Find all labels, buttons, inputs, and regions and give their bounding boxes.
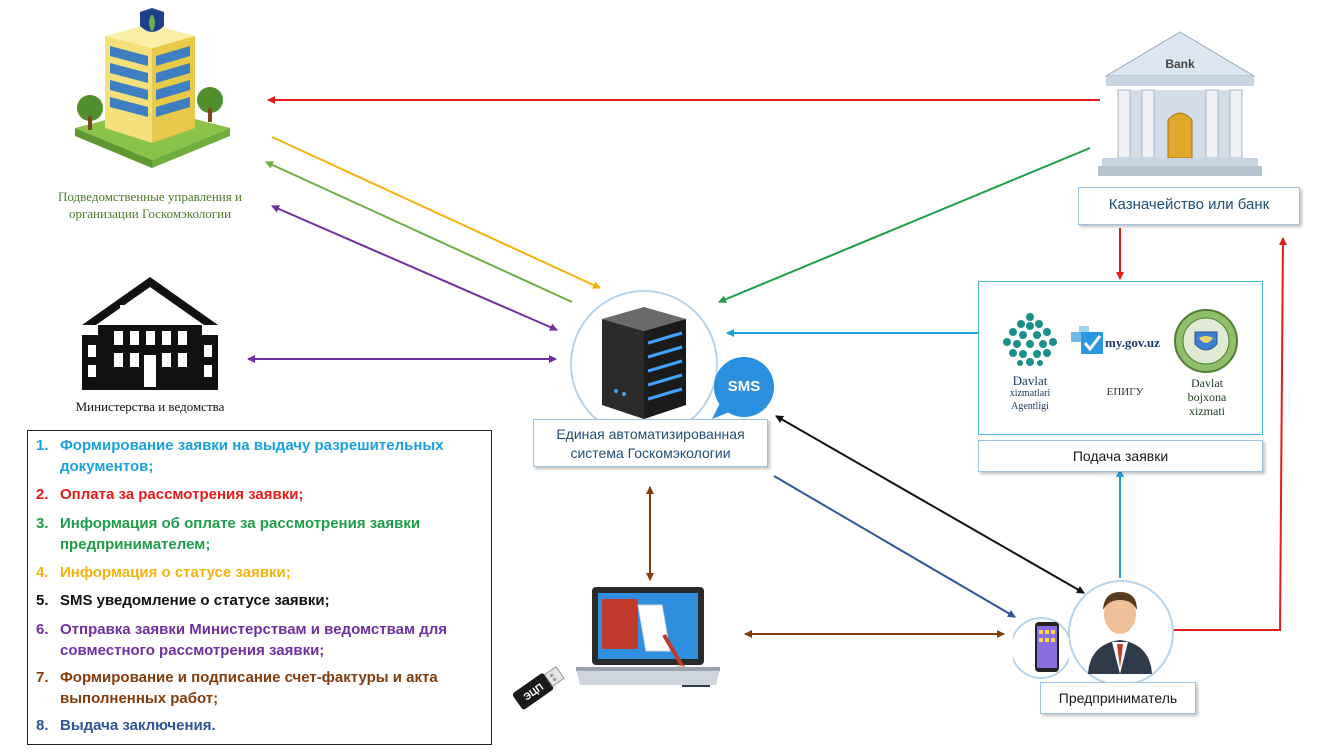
- bojxona-label: Davlat bojxona xizmati: [1175, 376, 1239, 418]
- legend-item-text: Формирование и подписание счет-фактуры и…: [60, 669, 438, 707]
- subordinate-caption: Подведомственные управления и организаци…: [58, 189, 242, 221]
- legend-item: 2. Оплата за рассмотрения заявки;: [36, 484, 476, 505]
- legend-item-text: Оплата за рассмотрения заявки;: [60, 486, 304, 503]
- legend-item-number: 3.: [36, 515, 49, 532]
- epigu-label: ЕПИГУ: [1106, 386, 1144, 398]
- arrow-entrepreneur-to-bank: [1172, 237, 1287, 631]
- davlat-xizmatlari-logo-icon: [1003, 313, 1057, 366]
- legend-item-text: Формирование заявки на выдачу разрешител…: [60, 437, 444, 475]
- arrow-subordinate-to-system: [271, 136, 601, 289]
- ministries-building-icon: [82, 277, 218, 390]
- bank-building-icon: Bank: [1098, 31, 1262, 176]
- legend-item-number: 4.: [36, 564, 49, 581]
- legend-item: 6. Отправка заявки Министерствам и ведомс…: [36, 619, 476, 661]
- bojxona-emblem-icon: [1174, 309, 1238, 373]
- arrow-sms-entrepreneur: [775, 415, 1085, 594]
- davlat-xizmatlari-line3: Agentligi: [1011, 401, 1049, 412]
- legend-item-text: Отправка заявки Министерствам и ведомств…: [60, 621, 448, 659]
- arrow-bank-to-system: [718, 147, 1091, 304]
- legend-item: 8. Выдача заключения.: [36, 715, 476, 736]
- davlat-xizmatlari-label: Davlat xizmatlari Agentligi: [991, 374, 1069, 413]
- sms-label: SMS: [727, 378, 761, 395]
- entrepreneur-avatar-icon: [1088, 592, 1152, 674]
- laptop-signing-icon: [576, 587, 720, 687]
- ministries-caption: Министерства и ведомства: [75, 399, 225, 414]
- system-caption: Единая автоматизированная система Госком…: [533, 419, 768, 467]
- legend-item-number: 1.: [36, 437, 49, 454]
- legend-item: 4. Информация о статусе заявки;: [36, 562, 476, 583]
- bojxona-line2: bojxona: [1187, 390, 1227, 404]
- bank-caption: Казначейство или банк: [1078, 187, 1300, 225]
- entrepreneur-caption: Предприниматель: [1040, 682, 1196, 714]
- sms-bubble-icon: SMS: [710, 355, 776, 421]
- legend-item-number: 6.: [36, 621, 49, 638]
- legend-item: 3. Информация об оплате за рассмотрения з…: [36, 513, 476, 555]
- legend-item-number: 7.: [36, 669, 49, 686]
- arrow-subordinate-system-purple: [271, 205, 558, 331]
- subordinate-building-icon: [75, 8, 230, 168]
- legend-item-number: 2.: [36, 486, 49, 503]
- legend-item: 5. SMS уведомление о статусе заявки;: [36, 590, 476, 611]
- davlat-xizmatlari-line2: xizmatlari: [1009, 388, 1051, 399]
- portals-caption: Подача заявки: [978, 440, 1263, 472]
- bojxona-line3: xizmati: [1189, 404, 1225, 418]
- legend-item-text: SMS уведомление о статусе заявки;: [60, 592, 330, 609]
- legend-item-number: 5.: [36, 592, 49, 609]
- bank-sign: Bank: [1165, 57, 1195, 71]
- usb-key-icon: ЭЦП: [512, 666, 565, 710]
- legend-item: 1. Формирование заявки на выдачу разрешит…: [36, 435, 476, 477]
- legend-item-text: Выдача заключения.: [60, 717, 216, 734]
- arrow-system-to-subordinate: [265, 161, 573, 303]
- legend-item-number: 8.: [36, 717, 49, 734]
- smartphone-icon: [1013, 617, 1069, 679]
- server-icon: [602, 307, 686, 419]
- arrow-system-to-entrepreneur: [773, 475, 1016, 618]
- legend-item: 7. Формирование и подписание счет-фактуры…: [36, 667, 476, 709]
- portals-panel: Davlat xizmatlari Agentligi my.gov.uz ЕП…: [978, 281, 1263, 435]
- legend-item-text: Информация о статусе заявки;: [60, 564, 291, 581]
- davlat-xizmatlari-line1: Davlat: [1012, 373, 1048, 388]
- mygov-label: my.gov.uz: [1105, 335, 1160, 350]
- bojxona-line1: Davlat: [1191, 376, 1223, 390]
- mygov-checkmark-icon: [1071, 326, 1103, 354]
- legend-box: 1. Формирование заявки на выдачу разрешит…: [27, 430, 492, 745]
- legend-item-text: Информация об оплате за рассмотрения зая…: [60, 515, 421, 553]
